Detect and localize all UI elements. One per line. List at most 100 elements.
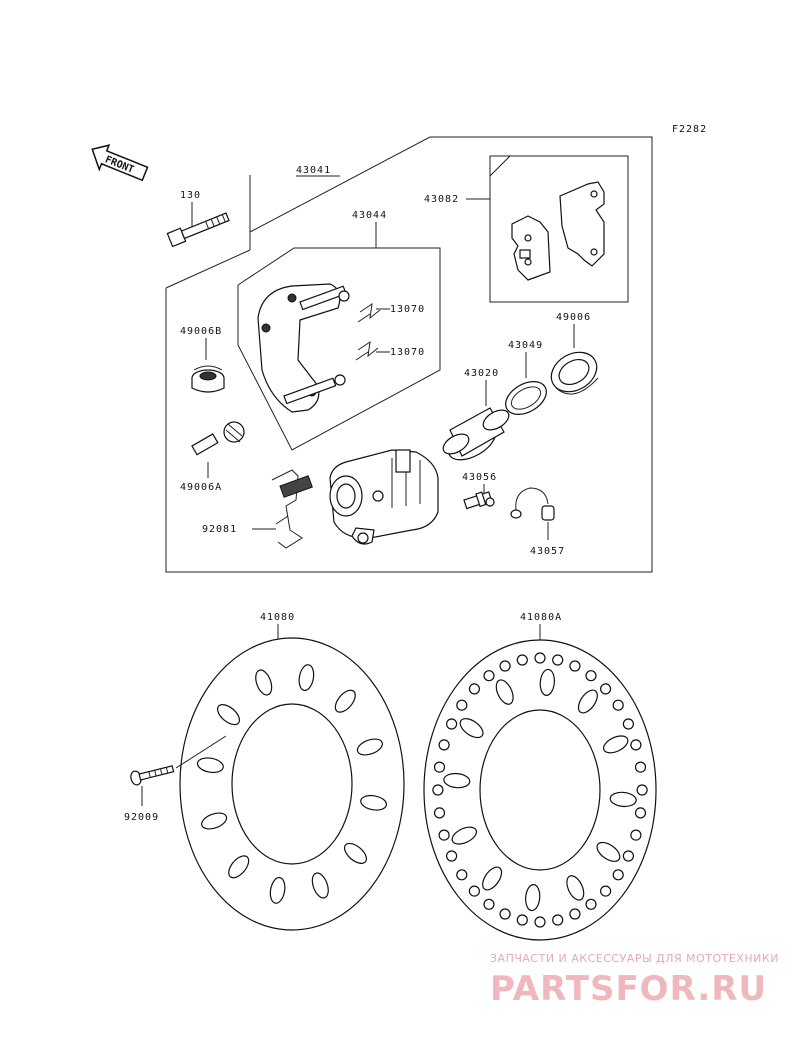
disc-hole bbox=[446, 718, 458, 730]
disc-hole bbox=[499, 908, 511, 920]
disc-hole bbox=[499, 660, 511, 672]
slide-pin-49006A bbox=[191, 421, 245, 456]
disc-hole bbox=[433, 807, 446, 819]
disc-hole bbox=[483, 898, 495, 910]
front-arrow-icon: FRONT bbox=[91, 144, 149, 182]
disc-hole bbox=[599, 683, 612, 695]
disc-hole bbox=[630, 739, 642, 751]
disc-hole bbox=[585, 898, 597, 910]
disc-slot bbox=[577, 689, 598, 714]
watermark-brand: PARTSFOR.RU bbox=[490, 969, 767, 1009]
label-43056: 43056 bbox=[462, 472, 497, 483]
disc-slot bbox=[609, 791, 637, 808]
disc-slot bbox=[539, 668, 555, 696]
dust-seal-49006 bbox=[550, 351, 599, 395]
piston-43020 bbox=[442, 407, 510, 461]
disc-slot bbox=[334, 689, 356, 713]
label-92009: 92009 bbox=[124, 812, 159, 823]
clip-13070-lower bbox=[355, 340, 379, 361]
caliper-bracket bbox=[257, 283, 350, 413]
disc-hole bbox=[516, 654, 528, 666]
disc-hole bbox=[446, 850, 458, 862]
brake-pad-left bbox=[511, 215, 551, 281]
disc-slot bbox=[596, 841, 621, 862]
screw-92009 bbox=[130, 765, 175, 786]
figure-code: F2282 bbox=[672, 124, 707, 135]
disc-slot bbox=[482, 866, 503, 891]
disc-hole bbox=[432, 784, 444, 796]
disc-hole bbox=[634, 761, 647, 773]
label-13070-upper: 13070 bbox=[390, 304, 425, 315]
brake-disc-41080 bbox=[179, 637, 405, 931]
label-49006B: 49006B bbox=[180, 326, 222, 337]
disc-slot bbox=[196, 757, 224, 774]
label-43041: 43041 bbox=[296, 165, 331, 176]
disc-slot bbox=[602, 735, 629, 754]
disc-hole bbox=[622, 850, 635, 862]
watermark-tagline: ЗАПЧАСТИ И АКСЕССУАРЫ ДЛЯ МОТОТЕХНИКИ bbox=[490, 952, 779, 965]
disc-slot bbox=[566, 875, 585, 901]
disc-slot bbox=[201, 812, 228, 830]
label-13070-lower: 13070 bbox=[390, 347, 425, 358]
bleeder-valve-43056 bbox=[463, 491, 495, 510]
disc-hole bbox=[456, 869, 468, 881]
brake-pad-right bbox=[559, 181, 605, 267]
disc-hole bbox=[622, 718, 635, 730]
label-41080A: 41080A bbox=[520, 612, 562, 623]
disc-hole bbox=[612, 869, 624, 881]
caliper-body bbox=[329, 449, 439, 545]
disc-slot bbox=[451, 826, 478, 845]
disc-slot bbox=[269, 876, 286, 904]
label-49006A: 49006A bbox=[180, 482, 222, 493]
disc-hole bbox=[569, 660, 581, 672]
disc-hole bbox=[630, 829, 642, 841]
disc-hole bbox=[569, 908, 581, 920]
label-43082: 43082 bbox=[424, 194, 459, 205]
caliper-assembly-frame bbox=[165, 136, 653, 573]
pad-spring-92081 bbox=[271, 469, 313, 549]
disc-hole bbox=[552, 654, 564, 666]
disc-slot bbox=[459, 718, 484, 739]
disc-hole bbox=[636, 784, 648, 796]
disc-hole bbox=[438, 739, 450, 751]
disc-hole bbox=[585, 670, 597, 682]
disc-hole bbox=[552, 914, 564, 926]
disc-slot bbox=[228, 855, 250, 879]
disc-hole bbox=[433, 761, 446, 773]
disc-slot bbox=[525, 884, 541, 912]
disc-slot bbox=[343, 842, 368, 864]
label-92081: 92081 bbox=[202, 524, 237, 535]
disc-hole bbox=[516, 914, 528, 926]
disc-slot bbox=[311, 872, 329, 899]
disc-slot bbox=[255, 669, 273, 696]
brake-pads-box bbox=[489, 155, 629, 303]
disc-slot bbox=[495, 679, 514, 705]
disc-hole bbox=[599, 885, 612, 897]
disc-hole bbox=[456, 699, 468, 711]
bleeder-cap-43057 bbox=[510, 487, 555, 521]
disc-slot bbox=[356, 738, 383, 756]
piston-seal-43049 bbox=[505, 381, 547, 415]
disc-hole bbox=[534, 652, 546, 664]
label-130: 130 bbox=[180, 190, 201, 201]
bolt-130 bbox=[166, 212, 230, 248]
disc-slot bbox=[360, 794, 388, 811]
disc-hole bbox=[483, 670, 495, 682]
boot-49006B bbox=[191, 365, 225, 393]
label-49006: 49006 bbox=[556, 312, 591, 323]
label-41080: 41080 bbox=[260, 612, 295, 623]
disc-slot bbox=[216, 704, 241, 726]
disc-hole bbox=[438, 829, 450, 841]
disc-hole bbox=[634, 807, 647, 819]
label-43057: 43057 bbox=[530, 546, 565, 557]
disc-slot bbox=[298, 664, 315, 692]
disc-hole bbox=[534, 916, 546, 928]
disc-hole bbox=[468, 885, 480, 897]
disc-hole bbox=[612, 699, 624, 711]
disc-slot bbox=[443, 772, 471, 789]
disc-hole bbox=[468, 683, 480, 695]
brake-disc-41080A bbox=[423, 639, 657, 941]
clip-13070-upper bbox=[357, 302, 381, 323]
label-43020: 43020 bbox=[464, 368, 499, 379]
